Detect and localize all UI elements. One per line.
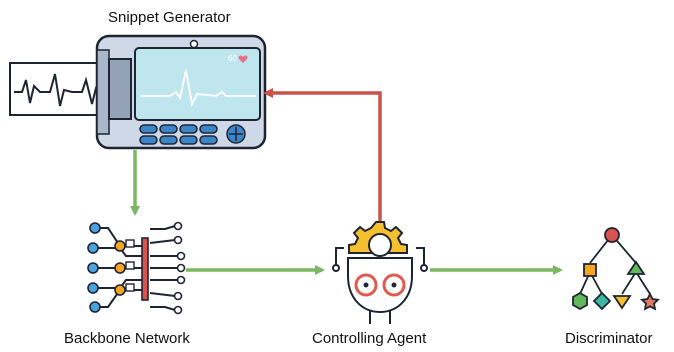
arrow-agent-to-generator: [263, 88, 382, 225]
neural-network-icon: [87, 221, 186, 315]
controlling-agent-label: Controlling Agent: [312, 330, 427, 347]
discriminator-label: Discriminator: [565, 330, 653, 347]
snippet-generator-label: Snippet Generator: [108, 9, 231, 26]
decision-tree-icon: [572, 227, 660, 311]
gear-icon: [348, 221, 408, 257]
backbone-network-label: Backbone Network: [64, 330, 190, 347]
heart-rate-value: 60: [228, 54, 237, 63]
heart-icon: [238, 55, 248, 63]
monitor-keypad: [139, 124, 218, 145]
robot-agent-icon: [332, 221, 428, 324]
ecg-monitor-icon: 60: [9, 34, 267, 150]
